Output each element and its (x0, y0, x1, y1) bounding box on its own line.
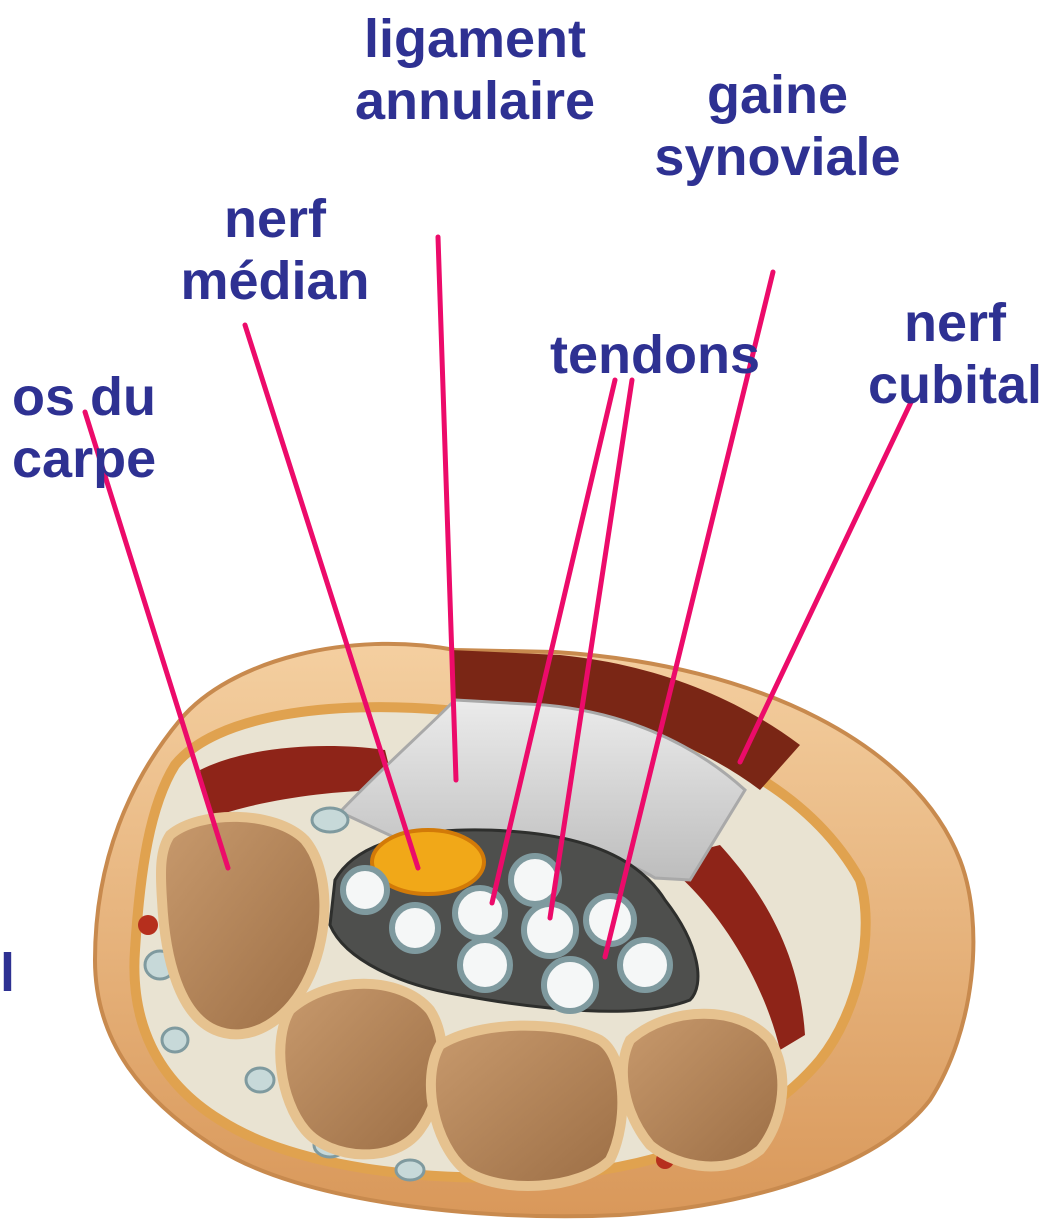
tendon (343, 868, 387, 912)
label-nerf-cubital: nerf cubital (850, 292, 1060, 416)
label-gaine-synoviale: gaine synoviale (625, 64, 930, 188)
label-os-du-carpe: os du carpe (12, 366, 212, 490)
label-partial-left: l (0, 942, 30, 1004)
label-ligament-annulaire: ligament annulaire (325, 8, 625, 132)
tendon (455, 888, 505, 938)
tendon (392, 905, 438, 951)
carpal-bone (280, 984, 442, 1155)
label-tendons: tendons (520, 324, 790, 386)
tendon (460, 940, 510, 990)
tendon (544, 959, 596, 1011)
artery-left (138, 915, 158, 935)
tendon (620, 940, 670, 990)
leader-line-nerf-cubital (740, 400, 912, 762)
label-nerf-median: nerf médian (150, 188, 400, 312)
carpal-bone (623, 1014, 782, 1167)
carpal-bone (431, 1026, 622, 1186)
